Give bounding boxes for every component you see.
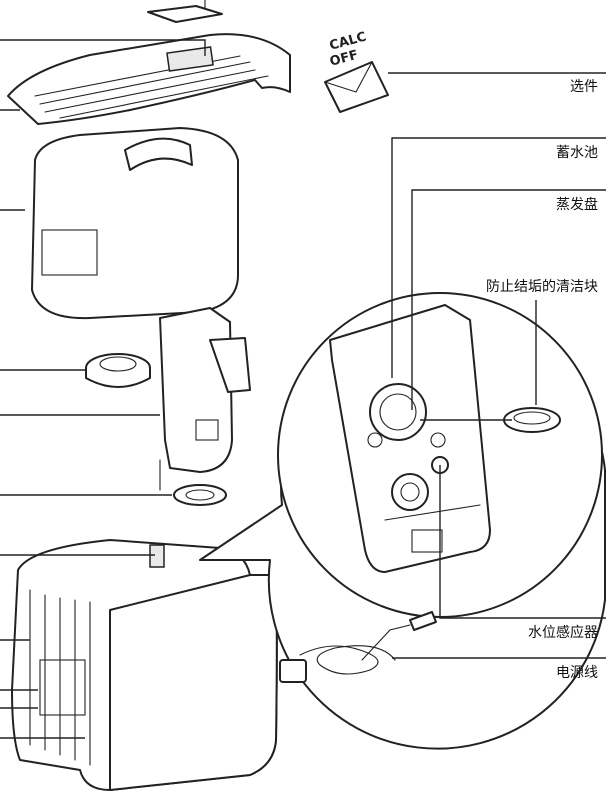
anti-scale-block-part xyxy=(503,407,561,433)
label-reservoir: 蓄水池 xyxy=(556,145,598,161)
label-evaporation-tray: 蒸发盘 xyxy=(556,197,598,213)
leader-water-level-sensor xyxy=(439,465,606,619)
label-power-cord: 电源线 xyxy=(556,665,598,681)
label-optional: 选件 xyxy=(570,79,598,95)
lid-part xyxy=(7,33,291,125)
leader-reservoir xyxy=(391,137,606,378)
filter-piece-top xyxy=(147,0,223,23)
base-unit-part xyxy=(11,539,278,791)
label-water-level-sensor: 水位感应器 xyxy=(528,625,598,641)
calc-off-sachet: CALC OFF xyxy=(324,30,389,113)
magnified-detail xyxy=(199,292,606,750)
filter-cartridge-part xyxy=(159,307,251,491)
power-cord-part xyxy=(279,611,437,683)
small-anti-scale-pad xyxy=(173,484,227,506)
leader-left-1 xyxy=(0,39,206,56)
leader-evaporation-tray xyxy=(411,189,606,410)
tank-cap-part xyxy=(85,353,151,388)
water-tank-part xyxy=(31,127,239,320)
label-anti-scale-block: 防止结垢的清洁块 xyxy=(486,279,598,295)
sachet-text-line2: OFF xyxy=(328,48,360,70)
